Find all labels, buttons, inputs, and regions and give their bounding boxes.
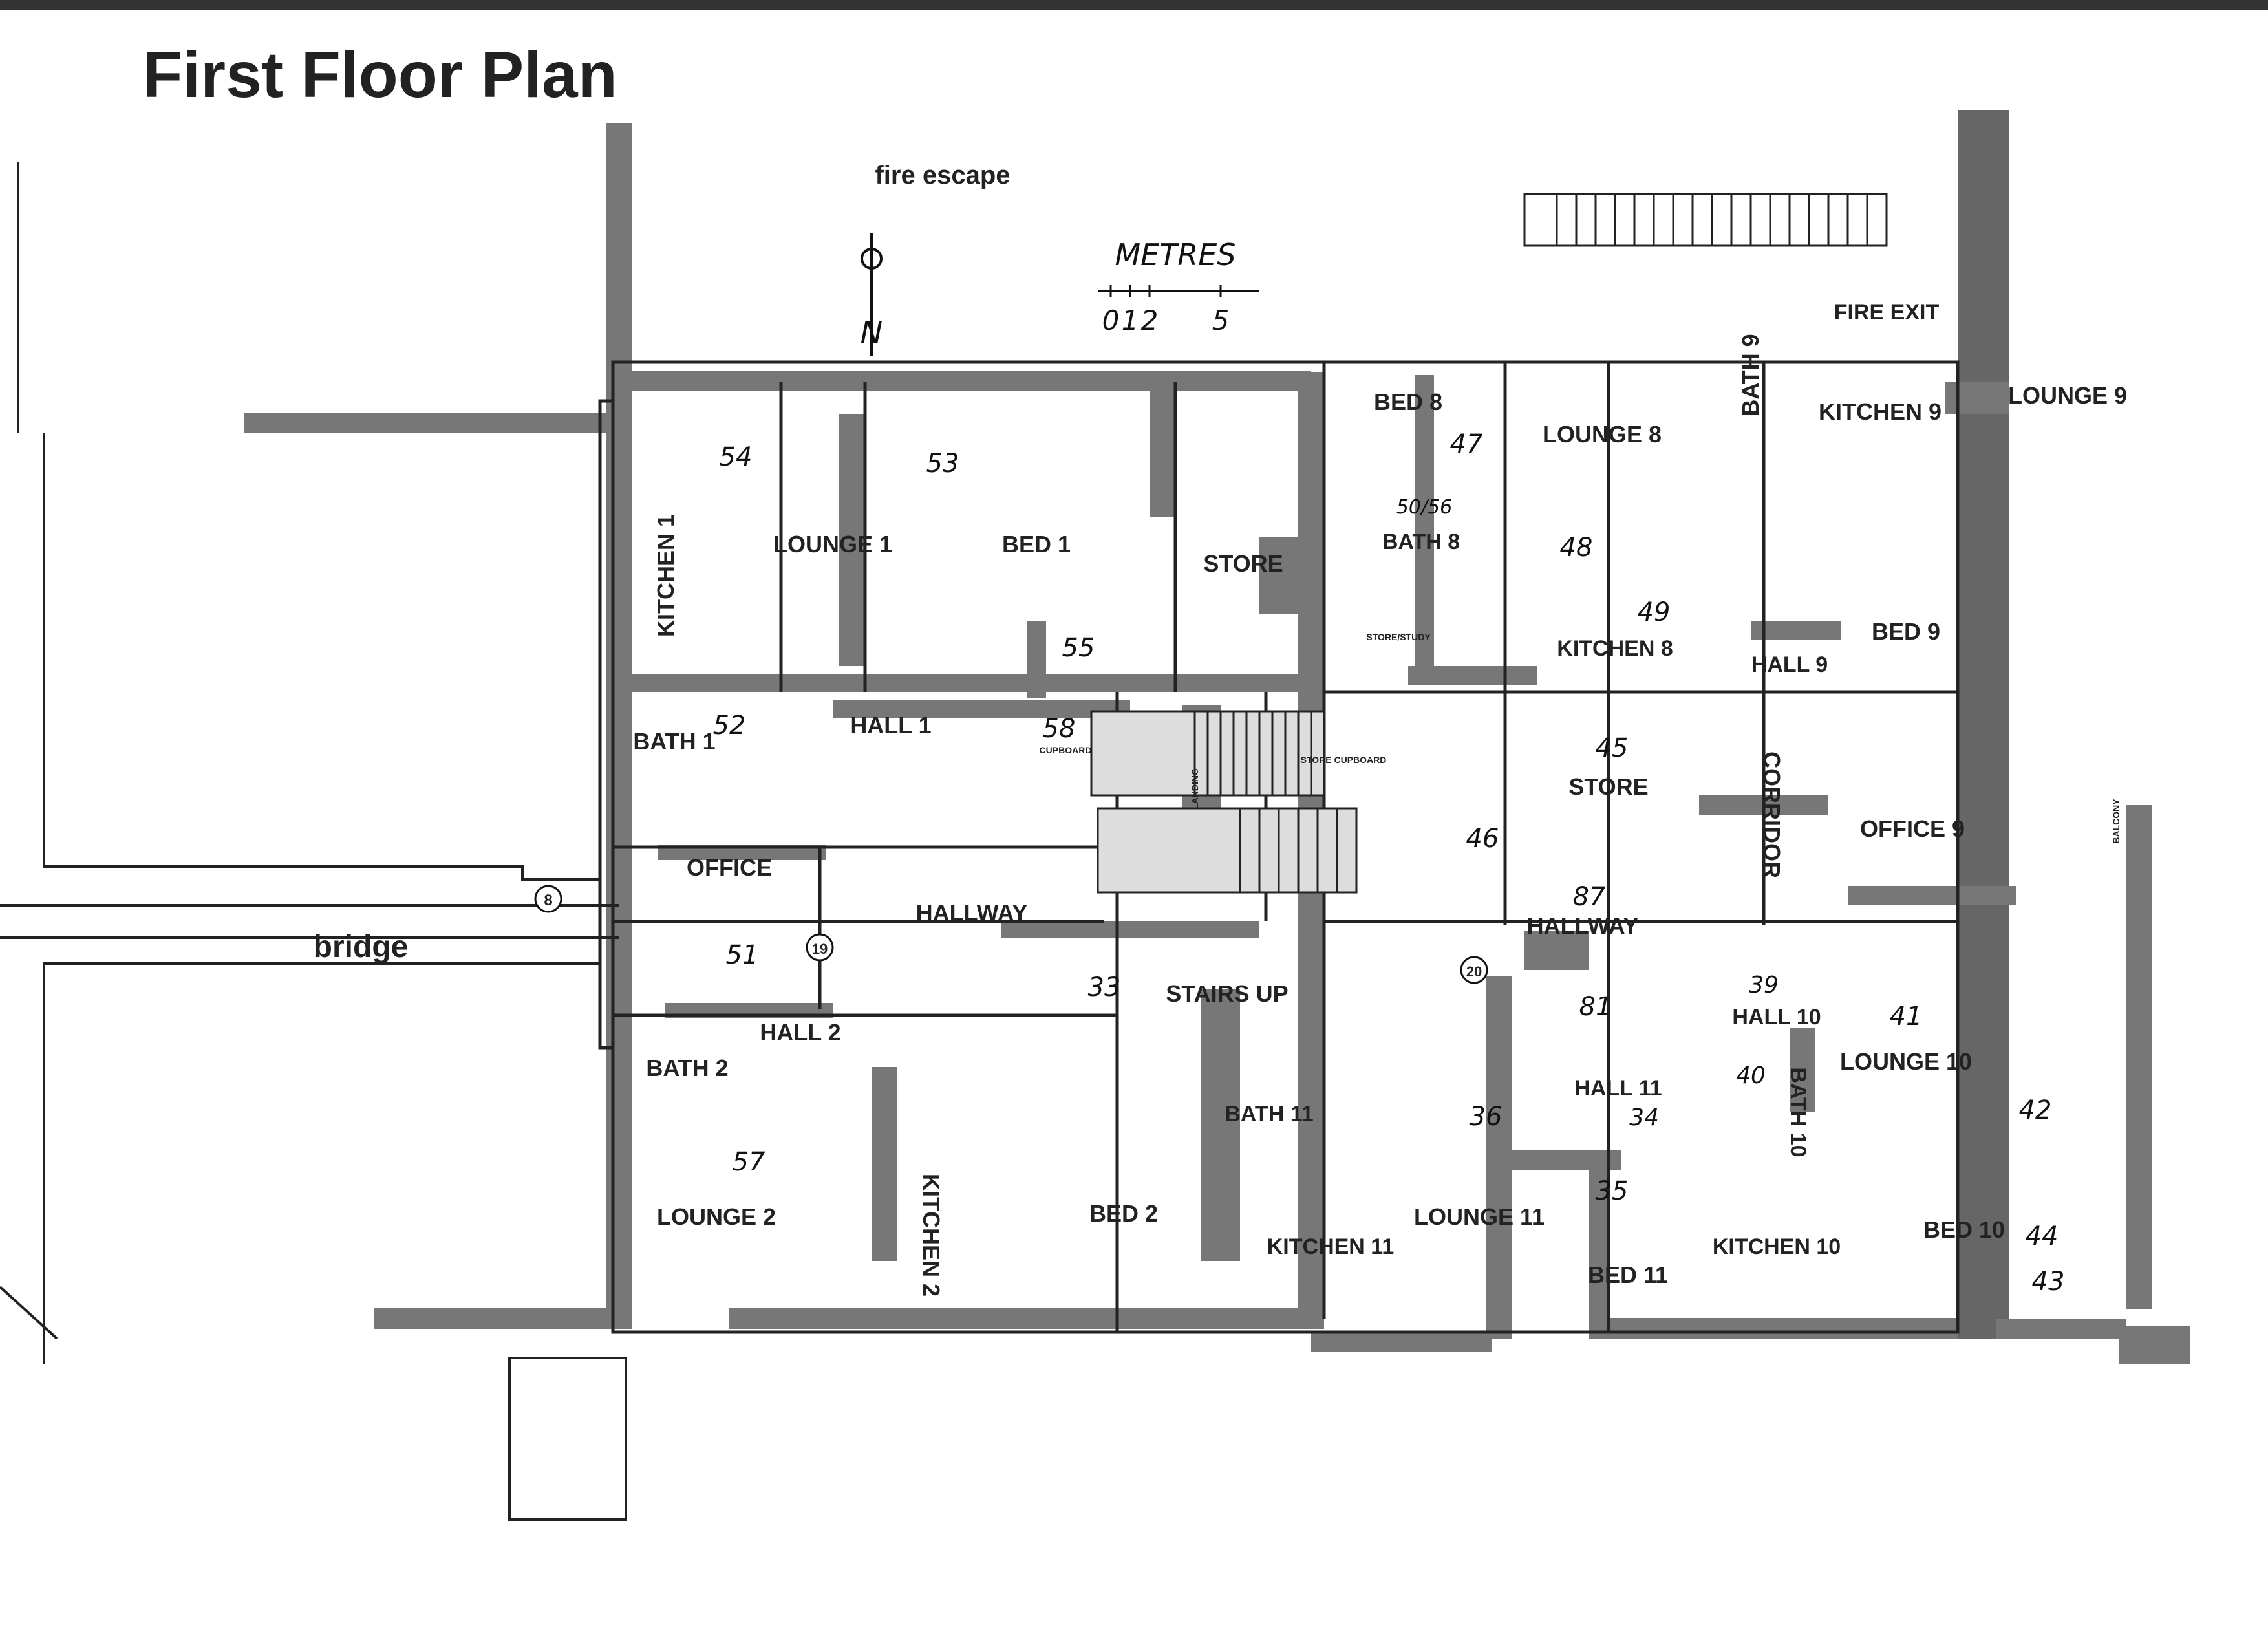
annotation: 50/56	[1396, 496, 1452, 519]
annotation: 45	[1596, 733, 1629, 763]
room-hallway-2: HALLWAY	[1527, 912, 1639, 939]
annotation: 54	[720, 442, 753, 472]
annotation: 47	[1450, 429, 1483, 459]
marker-labels: 8 19 20	[544, 892, 1482, 980]
room-bed-2: BED 2	[1089, 1200, 1158, 1227]
fire-escape-label: fire escape	[875, 161, 1010, 189]
annotation: 49	[1638, 598, 1671, 627]
annotation: 44	[2026, 1222, 2059, 1251]
room-store-2: STORE	[1568, 773, 1648, 800]
small-labels: CUPBOARD STORE CUPBOARD STORE/STUDY LAND…	[1040, 632, 2121, 844]
scale-label: METRES	[1115, 237, 1236, 272]
room-lounge-9: LOUNGE 9	[2008, 382, 2127, 409]
room-hall-10: HALL 10	[1732, 1005, 1821, 1029]
annotation: 52	[713, 711, 746, 740]
room-bath-11: BATH 11	[1225, 1102, 1313, 1126]
fire-escape	[1523, 193, 1888, 247]
store-study-label: STORE/STUDY	[1366, 632, 1431, 642]
marker-19: 19	[812, 941, 828, 957]
annotation: 36	[1470, 1102, 1503, 1132]
room-lounge-1: LOUNGE 1	[773, 531, 892, 557]
room-kitchen-11: KITCHEN 11	[1267, 1234, 1395, 1259]
room-lounge-8: LOUNGE 8	[1543, 421, 1662, 447]
room-bath-2: BATH 2	[646, 1055, 728, 1081]
annotation: 57	[733, 1147, 765, 1177]
room-kitchen-10: KITCHEN 10	[1713, 1234, 1841, 1259]
room-stairs-up: STAIRS UP	[1166, 980, 1288, 1007]
annotation: 33	[1088, 973, 1121, 1002]
annotation: 87	[1573, 882, 1606, 912]
page-title: First Floor Plan	[143, 39, 617, 111]
room-bed-11: BED 11	[1588, 1262, 1668, 1288]
room-bed-8: BED 8	[1374, 389, 1442, 415]
store-cupboard-label: STORE CUPBOARD	[1301, 755, 1387, 765]
room-hall-2: HALL 2	[760, 1019, 840, 1046]
room-bed-1: BED 1	[1002, 531, 1071, 557]
annotation: 34	[1629, 1105, 1659, 1131]
room-bath-9: BATH 9	[1737, 334, 1764, 416]
room-bed-10: BED 10	[1923, 1216, 2005, 1243]
external-lines	[0, 162, 627, 1521]
room-hall-11: HALL 11	[1574, 1076, 1662, 1101]
north-arrow: N	[861, 233, 883, 356]
room-bath-1: BATH 1	[633, 728, 715, 755]
room-store-1: STORE	[1203, 550, 1283, 577]
room-lounge-10: LOUNGE 10	[1840, 1048, 1972, 1075]
handwritten-annotations: 54 53 55 52 58 57 51 33 47 48 49 50/56 4…	[713, 429, 2065, 1297]
annotation: 51	[726, 940, 759, 970]
marker-8: 8	[544, 892, 552, 909]
scale-tick-label: 1	[1122, 305, 1139, 336]
markers	[534, 885, 1488, 984]
scan-edge	[0, 0, 2268, 10]
room-bath-10: BATH 10	[1786, 1067, 1810, 1157]
room-kitchen-9: KITCHEN 9	[1819, 398, 1942, 425]
landing-label: LANDING	[1190, 768, 1200, 810]
scale-tick-label: 5	[1212, 305, 1230, 336]
room-labels: KITCHEN 1 LOUNGE 1 BED 1 STORE BED 8 LOU…	[633, 300, 2127, 1297]
room-bed-9: BED 9	[1872, 618, 1940, 645]
annotation: 58	[1043, 714, 1076, 744]
room-lounge-11: LOUNGE 11	[1414, 1203, 1545, 1230]
annotation: 40	[1736, 1062, 1766, 1089]
room-kitchen-2: KITCHEN 2	[918, 1174, 945, 1297]
scale-tick-label: 2	[1141, 305, 1159, 336]
annotation: 42	[2019, 1095, 2052, 1125]
annotation: 48	[1560, 533, 1593, 563]
room-hall-9: HALL 9	[1751, 652, 1828, 677]
annotation: 55	[1062, 633, 1095, 663]
annotation: 41	[1890, 1002, 1923, 1031]
annotation: 53	[926, 449, 959, 479]
north-label: N	[861, 315, 883, 350]
room-bath-8: BATH 8	[1382, 530, 1460, 554]
room-lounge-2: LOUNGE 2	[657, 1203, 776, 1230]
balcony-label: BALCONY	[2111, 799, 2121, 844]
marker-20: 20	[1466, 964, 1482, 980]
room-hallway-1: HALLWAY	[916, 900, 1028, 926]
room-office-9: OFFICE 9	[1860, 815, 1965, 842]
room-kitchen-8: KITCHEN 8	[1557, 636, 1673, 661]
annotation: 35	[1596, 1176, 1629, 1206]
annotation: 81	[1579, 992, 1612, 1022]
room-office: OFFICE	[687, 854, 772, 881]
wall-outlines	[598, 360, 1960, 1334]
cupboard-label: CUPBOARD	[1040, 745, 1092, 755]
room-kitchen-1: KITCHEN 1	[652, 514, 679, 637]
room-fire-exit: FIRE EXIT	[1834, 300, 1940, 325]
stairs	[1090, 710, 1358, 894]
annotation: 46	[1466, 824, 1499, 854]
bridge-label: bridge	[314, 930, 409, 964]
annotation: 39	[1749, 972, 1779, 998]
scale-tick-label: 0	[1102, 305, 1120, 336]
annotation: 43	[2032, 1267, 2065, 1297]
room-corridor: CORRIDOR	[1759, 751, 1785, 878]
room-hall-1: HALL 1	[850, 712, 931, 738]
